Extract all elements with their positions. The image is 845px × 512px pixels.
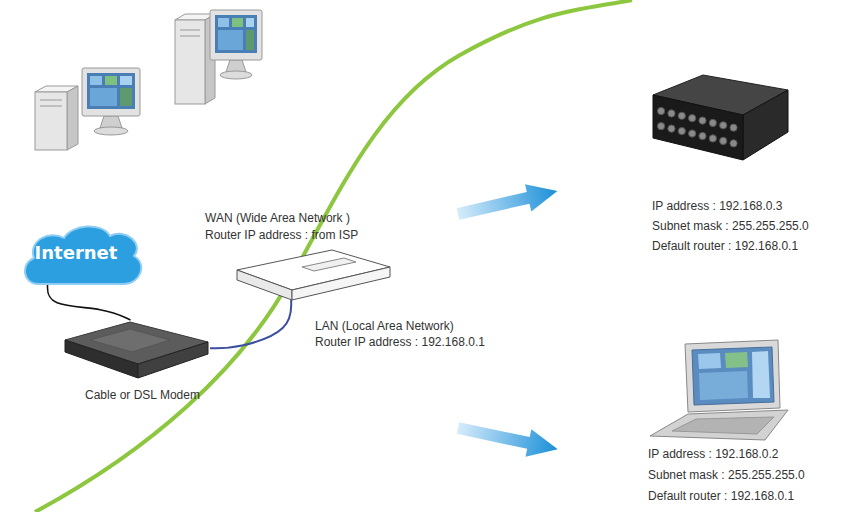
screen-thumbnail xyxy=(232,18,243,27)
connector-port xyxy=(720,137,727,144)
screen-thumbnail xyxy=(218,30,243,50)
monitor-stand xyxy=(100,116,122,128)
router-front xyxy=(237,270,292,300)
ip-setting: Default router : 192.168.0.1 xyxy=(648,489,794,503)
monitor-screen xyxy=(215,15,257,53)
drive-slot xyxy=(180,36,200,37)
cable-connector xyxy=(48,284,131,320)
flow-arrow xyxy=(455,177,561,227)
connector-port xyxy=(689,115,696,122)
cloud-label: Internet xyxy=(20,242,132,264)
flow-arrow xyxy=(455,414,561,463)
router-side xyxy=(292,267,390,300)
video-server: IP address : 192.168.0.3Subnet mask : 25… xyxy=(648,60,793,165)
connector-port xyxy=(709,135,716,142)
connector-port xyxy=(699,132,706,139)
device-label: Cable or DSL Modem xyxy=(85,388,200,402)
modem-outline xyxy=(60,320,210,380)
connector-port xyxy=(678,127,685,134)
screen-thumbnail xyxy=(246,18,254,27)
screen-thumbnail xyxy=(725,352,748,368)
laptop-screen xyxy=(692,347,774,405)
ip-setting: IP address : 192.168.0.3 xyxy=(652,199,783,213)
drive-slot xyxy=(180,30,200,31)
screen-thumbnail xyxy=(218,18,229,27)
connector-port xyxy=(668,110,675,117)
desktop-computer xyxy=(175,10,262,104)
drive-slot xyxy=(40,100,62,101)
connector-port xyxy=(668,125,675,132)
laptop: IP address : 192.168.0.2Subnet mask : 25… xyxy=(640,340,790,445)
modem-panel xyxy=(90,329,170,352)
screen-thumbnail xyxy=(120,88,132,106)
screen-thumbnail xyxy=(120,76,132,85)
internet-cloud: Internet xyxy=(20,222,145,284)
tower-side xyxy=(67,86,78,150)
router-outline xyxy=(232,245,392,300)
video-server-outline xyxy=(648,60,793,165)
address-label: Router IP address : from ISP xyxy=(205,228,358,242)
screen-thumbnail xyxy=(90,76,102,85)
drive-slot xyxy=(40,106,62,107)
ip-setting: IP address : 192.168.0.2 xyxy=(648,447,779,461)
screen-thumbnail xyxy=(698,353,721,369)
connector-port xyxy=(720,122,727,129)
connector-port xyxy=(658,123,665,130)
connector-port xyxy=(730,140,737,147)
screen-thumbnail xyxy=(90,88,117,106)
modem: Cable or DSL Modem xyxy=(60,320,210,380)
server-side xyxy=(743,90,788,160)
laptop-outline xyxy=(640,340,790,445)
connector-port xyxy=(730,124,737,131)
laptop-base xyxy=(650,410,788,440)
tower-front xyxy=(175,20,205,104)
connector-port xyxy=(709,119,716,126)
ip-setting: Subnet mask : 255.255.255.0 xyxy=(648,468,805,482)
monitor-base xyxy=(94,127,128,135)
ip-setting: Subnet mask : 255.255.255.0 xyxy=(652,219,809,233)
laptop-keyboard xyxy=(672,417,774,434)
monitor-base xyxy=(220,71,252,79)
desktop-computer xyxy=(35,68,140,150)
router: WAN (Wide Area Network )Router IP addres… xyxy=(232,245,392,300)
screen-thumbnail xyxy=(246,30,254,50)
connector-port xyxy=(699,117,706,124)
monitor-stand xyxy=(226,60,246,72)
router-led-panel xyxy=(302,258,356,271)
ip-setting: Default router : 192.168.0.1 xyxy=(652,239,798,253)
tower-front xyxy=(35,92,67,150)
connector-port xyxy=(689,130,696,137)
laptop-lid xyxy=(685,340,780,412)
cable-connector xyxy=(210,300,291,348)
screen-thumbnail xyxy=(752,351,770,398)
modem-side xyxy=(138,342,208,378)
network-label: WAN (Wide Area Network ) xyxy=(205,211,350,225)
address-label: Router IP address : 192.168.0.1 xyxy=(315,335,485,349)
monitor-screen xyxy=(87,73,135,109)
screen-thumbnail xyxy=(105,76,117,85)
connector-port xyxy=(658,107,665,114)
screen-thumbnail xyxy=(699,371,748,400)
connector-port xyxy=(678,112,685,119)
network-label: LAN (Local Area Network) xyxy=(315,319,454,333)
server-front xyxy=(653,95,743,160)
monitor-bezel xyxy=(210,10,262,60)
monitor-bezel xyxy=(82,68,140,116)
